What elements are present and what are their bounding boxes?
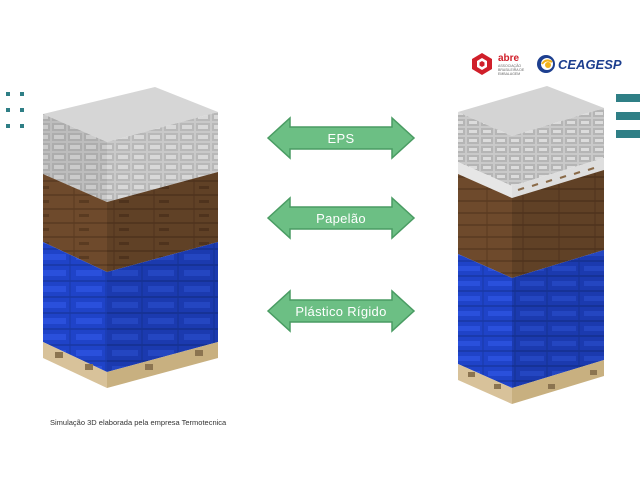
pallet-stack-simulation-left [43, 87, 218, 388]
arrow-papelao-label-wrap: Papelão [266, 196, 416, 240]
arrow-plastico-rigido-label: Plástico Rígido [295, 303, 387, 319]
arrow-plastico-rigido-label-wrap: Plástico Rígido [266, 289, 416, 333]
arrow-papelao [266, 196, 416, 240]
simulation-caption: Simulação 3D elaborada pela empresa Term… [50, 418, 227, 427]
arrow-plastico-rigido [266, 289, 416, 333]
arrow-eps-label-wrap: EPS [266, 116, 416, 160]
abre-logo-name: abre [498, 53, 520, 64]
eps-boxes-layer-right [458, 86, 604, 198]
arrow-eps [266, 116, 416, 160]
pallet-stack-simulation-right [458, 86, 604, 404]
abre-logo-icon [472, 53, 492, 75]
arrow-papelao-label: Papelão [316, 210, 366, 226]
decorative-dots-icon [6, 92, 24, 128]
arrow-eps-label: EPS [327, 130, 355, 146]
ceagesp-logo-name: CEAGESP [558, 57, 622, 72]
decorative-bars-icon [616, 94, 640, 138]
abre-logo: abre ASSOCIAÇÃO BRASILEIRA DE EMBALAGEM [470, 52, 532, 78]
wooden-pallet-right [458, 360, 604, 404]
cardboard-boxes-layer-right [458, 170, 604, 278]
eps-boxes-layer-left [43, 87, 218, 202]
plastic-crates-layer-right [458, 250, 604, 388]
abre-logo-tagline: ASSOCIAÇÃO BRASILEIRA DE EMBALAGEM [498, 64, 525, 76]
ceagesp-logo-icon [537, 55, 555, 73]
ceagesp-logo: CEAGESP [536, 54, 622, 76]
plastic-crates-layer-left [43, 242, 218, 372]
cardboard-boxes-layer-left [43, 172, 218, 272]
wooden-pallet-left [43, 342, 218, 388]
